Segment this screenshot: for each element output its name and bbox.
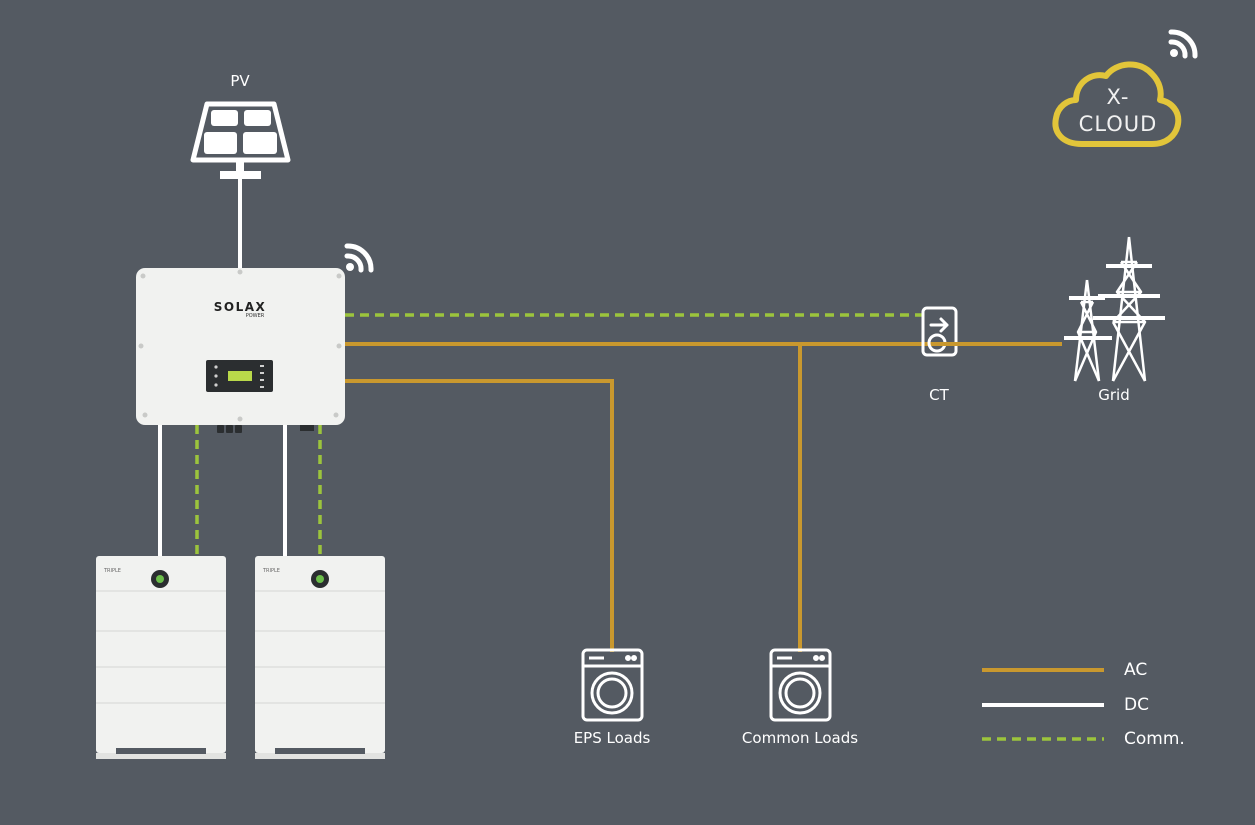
solar-panel-icon [190,101,291,179]
legend-dc-label: DC [1124,695,1149,715]
inverter-sub: POWER [246,313,265,319]
wifi-icon [344,243,374,273]
cloud-label: X- CLOUD [1066,84,1170,138]
ct-label: CT [929,386,949,404]
ac-line-eps [345,379,614,652]
cloud-label-line2: CLOUD [1078,112,1158,136]
cloud-icon [1052,61,1182,147]
inverter-brand: SOLAX [214,300,267,314]
legend-comm-label: Comm. [1124,729,1185,749]
eps-loads-label: EPS Loads [573,729,651,747]
dc-lines [158,178,287,557]
cloud-label-line1: X- [1106,85,1130,109]
ct-meter-icon [921,306,958,357]
washing-machine-icon [769,648,832,722]
battery-icon: TRIPLE [96,556,226,759]
battery-brand: TRIPLE [103,568,121,574]
battery-brand: TRIPLE [262,568,280,574]
legend-ac-label: AC [1124,660,1148,680]
common-loads-label: Common Loads [741,729,859,747]
washing-machine-icon [581,648,644,722]
legend [982,668,1104,741]
battery-icon: TRIPLE [255,556,385,759]
transmission-tower-icon [1064,236,1165,382]
wifi-icon [1168,29,1198,59]
grid-label: Grid [1098,386,1130,404]
inverter-icon: SOLAX POWER [136,268,345,433]
comm-lines [195,313,925,557]
pv-label: PV [230,72,250,90]
ac-lines [345,342,1062,652]
